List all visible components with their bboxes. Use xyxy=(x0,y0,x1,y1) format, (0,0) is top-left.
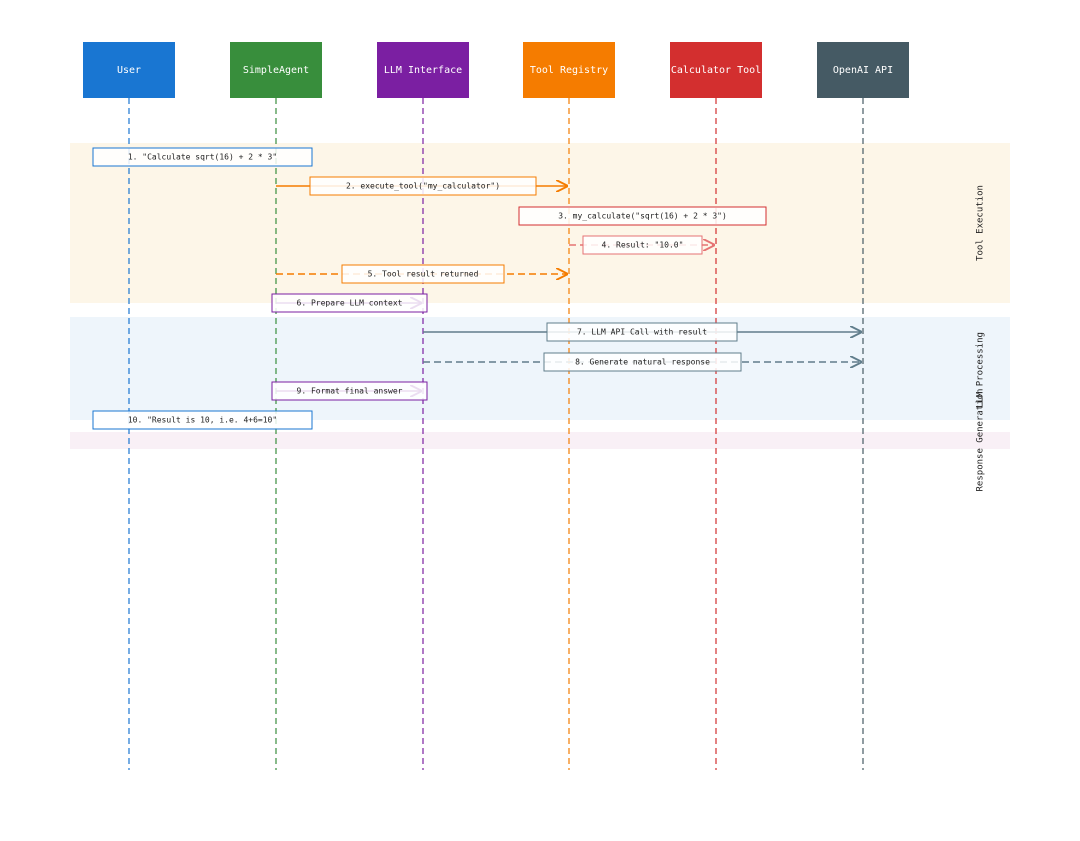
message-box-8 xyxy=(543,352,742,372)
actor-label-calc: Calculator Tool xyxy=(671,65,761,76)
message-box-6 xyxy=(271,293,428,313)
phase-label-1: Tool Execution xyxy=(976,185,986,261)
phase-label-3: Response Generation xyxy=(976,389,986,492)
message-label-4: 4. Result: "10.0" xyxy=(602,241,684,250)
actor-box-registry xyxy=(523,42,615,98)
actor-label-registry: Tool Registry xyxy=(530,65,608,76)
message-label-6: 6. Prepare LLM context xyxy=(297,299,403,308)
actor-label-agent: SimpleAgent xyxy=(243,65,309,76)
actor-box-calc xyxy=(670,42,762,98)
actor-label-openai: OpenAI API xyxy=(833,65,893,76)
actor-box-user xyxy=(83,42,175,98)
phase-label-2: LLM Processing xyxy=(976,332,986,408)
message-box-2 xyxy=(309,176,537,196)
message-label-3: 3. my_calculate("sqrt(16) + 2 * 3") xyxy=(558,212,727,221)
message-label-8: 8. Generate natural response xyxy=(575,358,710,367)
message-label-1: 1. "Calculate sqrt(16) + 2 * 3" xyxy=(128,153,277,162)
message-box-1 xyxy=(92,147,313,167)
message-box-4 xyxy=(582,235,703,255)
message-box-9 xyxy=(271,381,428,401)
message-label-5: 5. Tool result returned xyxy=(368,270,479,279)
message-box-5 xyxy=(341,264,505,284)
actor-label-llm: LLM Interface xyxy=(384,65,462,76)
message-box-3 xyxy=(518,206,767,226)
message-box-10 xyxy=(92,410,313,430)
message-label-7: 7. LLM API Call with result xyxy=(577,328,707,337)
message-label-2: 2. execute_tool("my_calculator") xyxy=(346,182,500,191)
phase-band-3 xyxy=(70,432,1010,449)
message-label-10: 10. "Result is 10, i.e. 4+6=10" xyxy=(128,416,277,425)
actor-box-openai xyxy=(817,42,909,98)
actor-box-llm xyxy=(377,42,469,98)
message-label-9: 9. Format final answer xyxy=(297,387,403,396)
message-box-7 xyxy=(546,322,738,342)
actor-box-agent xyxy=(230,42,322,98)
actor-label-user: User xyxy=(117,65,141,76)
